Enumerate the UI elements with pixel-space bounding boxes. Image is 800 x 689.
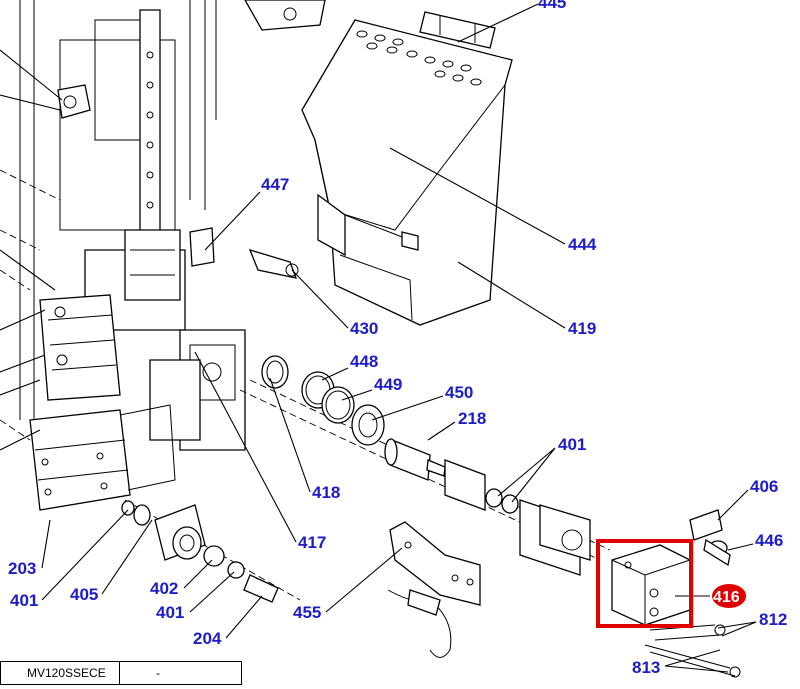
drawing-cell-dash: - (156, 666, 160, 680)
hopper (244, 0, 513, 326)
callout-406: 406 (750, 477, 778, 496)
machine-frame-left (0, 0, 299, 511)
callout-402: 402 (150, 579, 178, 598)
drawing-title-block: MV120SSECE - (0, 661, 242, 685)
lower-parts (121, 499, 301, 603)
shaft-assembly (239, 355, 611, 576)
callout-449: 449 (374, 375, 402, 394)
callout-204: 204 (193, 629, 222, 648)
callout-813: 813 (632, 658, 660, 677)
highlight-callout-badge (712, 584, 746, 608)
drawing-code: MV120SSECE (27, 666, 106, 680)
callout-812: 812 (759, 610, 787, 629)
callout-455: 455 (293, 603, 321, 622)
highlight-box (596, 539, 693, 628)
callout-401-bottom: 401 (156, 603, 184, 622)
callout-445: 445 (538, 0, 566, 12)
callout-401-right: 401 (558, 435, 586, 454)
callout-430: 430 (350, 319, 378, 338)
callout-444: 444 (568, 235, 597, 254)
callout-418: 418 (312, 483, 340, 502)
callouts: 445 444 419 447 430 448 449 450 218 401 … (8, 0, 787, 677)
bracket-455 (387, 521, 481, 658)
callout-405: 405 (70, 585, 98, 604)
callout-419: 419 (568, 319, 596, 338)
callout-450: 450 (445, 383, 473, 402)
callout-218: 218 (458, 409, 486, 428)
callout-203: 203 (8, 559, 36, 578)
block-416 (611, 509, 741, 678)
callout-401-left: 401 (10, 591, 38, 610)
callout-448: 448 (350, 352, 378, 371)
callout-447: 447 (261, 175, 289, 194)
callout-416: 416 (713, 589, 740, 606)
callout-417: 417 (298, 533, 326, 552)
callout-446: 446 (755, 531, 783, 550)
